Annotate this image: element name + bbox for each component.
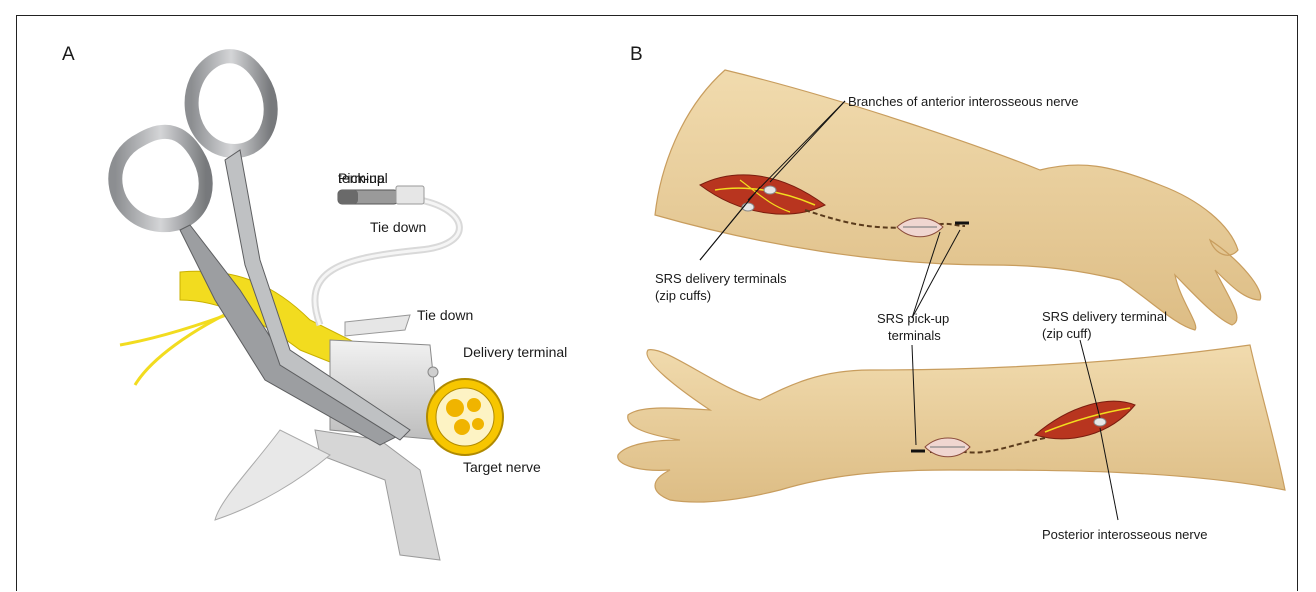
label-target-nerve: Target nerve xyxy=(463,459,541,475)
label-branches-ain: Branches of anterior interosseous nerve xyxy=(848,94,1079,109)
label-tie-down-lower: Tie down xyxy=(417,307,473,323)
label-srs-delivery-single-line2: (zip cuff) xyxy=(1042,326,1092,341)
label-srs-delivery-line1: SRS delivery terminals xyxy=(655,271,787,286)
label-srs-delivery-single-line1: SRS delivery terminal xyxy=(1042,309,1167,324)
label-srs-delivery-line2: (zip cuffs) xyxy=(655,288,711,303)
label-tie-down-upper: Tie down xyxy=(370,219,426,235)
label-srs-pickup-line2: terminals xyxy=(888,328,941,343)
label-srs-pickup-line1: SRS pick-up xyxy=(877,311,949,326)
label-delivery-terminal: Delivery terminal xyxy=(463,344,567,360)
label-pickup-line2: terminal xyxy=(338,170,388,186)
lower-forearm-illustration xyxy=(618,345,1285,502)
panel-b-letter: B xyxy=(630,44,643,65)
panel-a-letter: A xyxy=(62,44,75,65)
upper-forearm-illustration xyxy=(655,70,1261,330)
label-posterior-in: Posterior interosseous nerve xyxy=(1042,527,1207,542)
